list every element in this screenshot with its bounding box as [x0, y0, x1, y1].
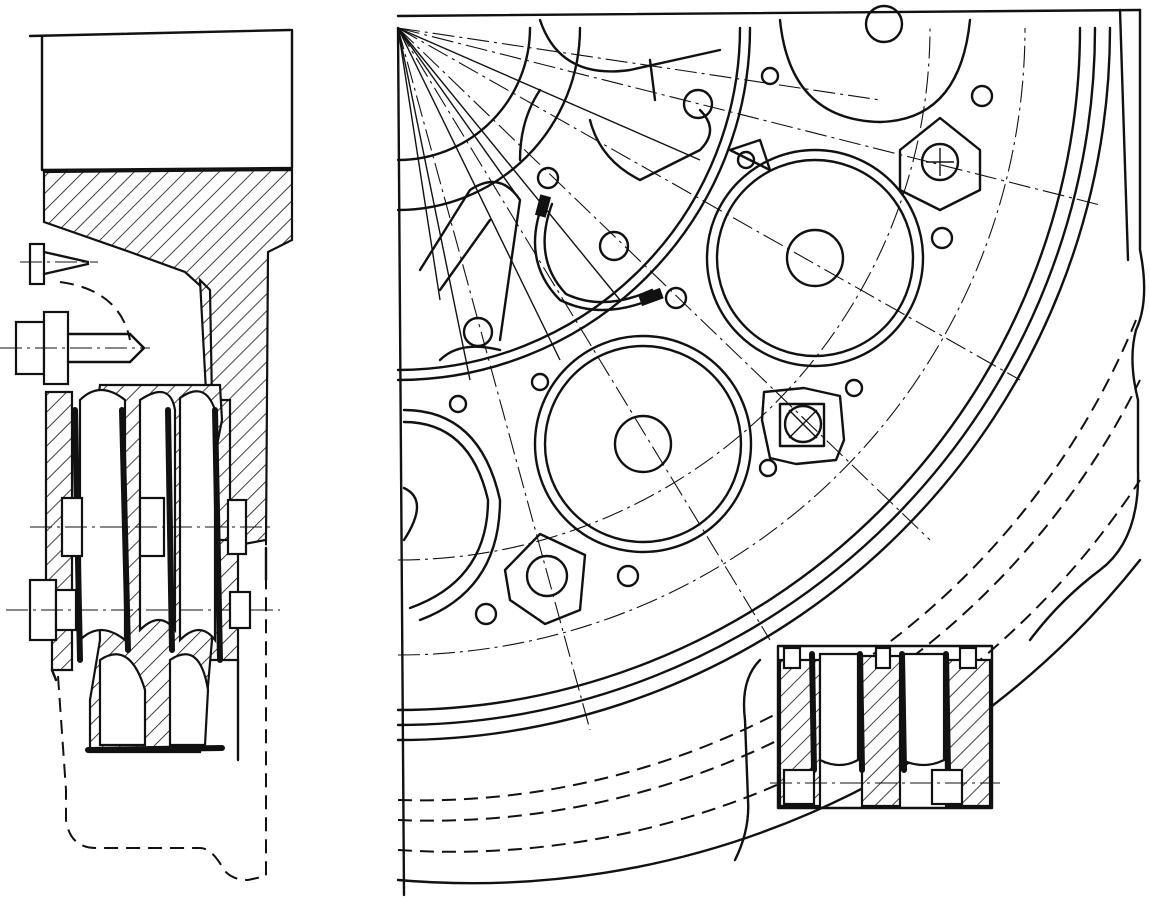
- bolt-hole: [462, 316, 494, 348]
- inner-channels: [418, 18, 722, 362]
- side-section-view: [0, 28, 294, 882]
- cylinder-upper-right: [760, 4, 994, 124]
- flange-bolt-2: [760, 386, 846, 466]
- cylinder-left-partial: [402, 394, 502, 626]
- detail-section: [770, 644, 1000, 810]
- flange-bolt-3: [503, 532, 587, 626]
- flange-bolt-1: [898, 116, 982, 212]
- cylinder-lower: [530, 334, 778, 588]
- radial-lines: [397, 27, 1101, 731]
- bolt-upper: [20, 242, 98, 286]
- bolt-middle: [0, 310, 150, 386]
- connector-pipe: [533, 166, 688, 312]
- housing-outline-hidden: [57, 540, 267, 882]
- bolt-lower: [6, 578, 280, 642]
- bolt-hole: [598, 230, 630, 262]
- cylinder-middle: [705, 138, 954, 398]
- bolt-hole: [682, 88, 714, 120]
- face-quarter-view: [396, 4, 1146, 897]
